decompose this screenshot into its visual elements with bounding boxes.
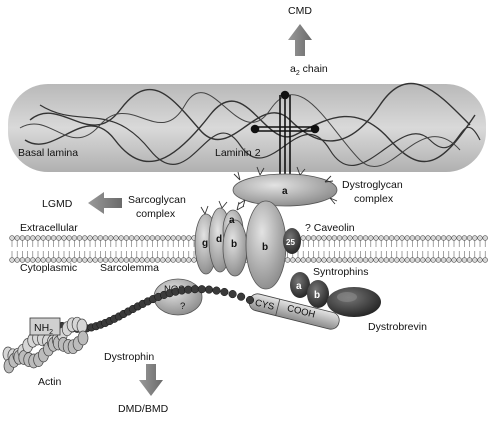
sg-delta-letter: d [216,234,222,245]
dystroglycan-a-letter: a [282,186,288,197]
syntrophins-label: Syntrophins [313,266,368,278]
nh2-label: NH2 [34,322,53,336]
caveolin-number: 25 [286,238,295,247]
syntrophin-b-letter: b [314,290,320,301]
dystroglycan-b-letter: b [262,242,268,253]
sg-alpha-letter: a [229,215,235,226]
laminin2-label: Laminin 2 [215,147,261,159]
actin-label: Actin [38,376,62,388]
laminin2 [250,90,320,180]
cys-label: CYS [254,297,276,312]
dmd-bmd-arrow [139,364,163,396]
extracellular-label: Extracellular [20,222,78,234]
nos-question: ? [180,301,185,312]
dystroglycan-complex-label-2: complex [354,193,394,205]
sarcoglycan-complex-label-2: complex [136,208,176,220]
sg-beta-letter: b [231,239,237,250]
syntrophin-a-letter: a [296,281,302,292]
sarcoglycan-complex [194,200,248,277]
dystroglycan-alpha [232,166,338,208]
dystrobrevin [327,287,381,317]
a2-chain-label: a2 chain [290,63,328,77]
sg-gamma-letter: g [202,238,208,249]
dystrobrevin-label: Dystrobrevin [368,321,427,333]
cmd-label: CMD [288,5,312,17]
nh2-box [29,317,61,336]
sarcoglycan-complex-label-1: Sarcoglycan [128,194,186,206]
cmd-arrow [288,24,312,56]
basal-lamina [8,82,486,172]
lgmd-arrow [88,192,122,214]
dystrophin-label: Dystrophin [104,351,154,363]
dystroglycan-complex-label-1: Dystroglycan [342,179,403,191]
basal-lamina-label: Basal lamina [18,147,78,159]
syntrophins [290,272,329,308]
cytoplasmic-label: Cytoplasmic [20,262,77,274]
lgmd-label: LGMD [42,198,73,210]
dmd-bmd-label: DMD/BMD [118,403,169,415]
caveolin [283,228,301,254]
sarcolemma-label: Sarcolemma [100,262,159,274]
caveolin-label: ? Caveolin [305,222,355,234]
dystrophin-chain [57,285,255,333]
